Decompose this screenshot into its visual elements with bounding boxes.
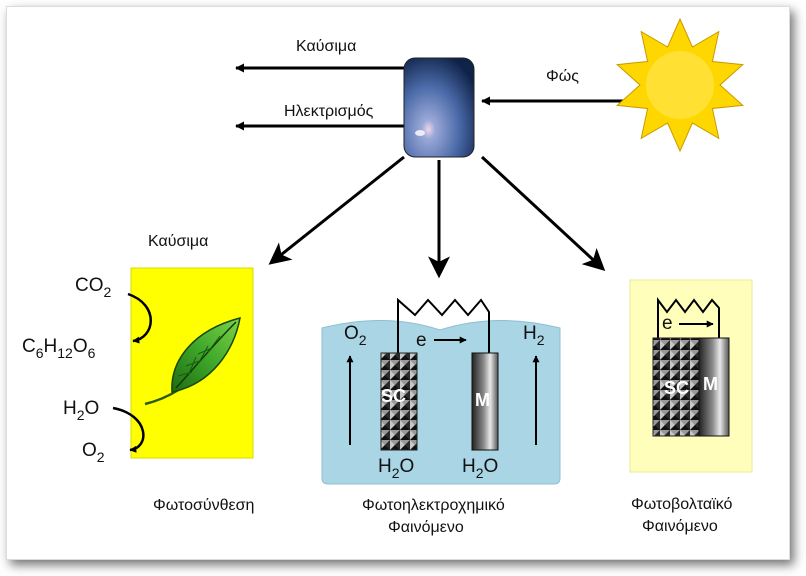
pec-hydrogen-label: H2 xyxy=(523,323,545,348)
sun-icon xyxy=(616,17,744,153)
co2-formula: CO2 xyxy=(75,275,112,300)
pec-semiconductor-label: SC xyxy=(381,386,406,406)
fuel-left-label: Καύσιμα xyxy=(148,233,208,250)
water-to-oxygen-arrow xyxy=(112,406,145,453)
photovoltaic-label-line1: Φωτοβολταϊκό xyxy=(631,496,733,513)
pv-electron-label: e xyxy=(662,313,673,334)
pec-metal-electrode xyxy=(471,352,499,451)
pv-external-wire xyxy=(657,297,720,340)
pec-water-right: H2O xyxy=(462,456,498,481)
glucose-formula: C6H12O6 xyxy=(22,336,96,361)
pec-water-left: H2O xyxy=(378,456,414,481)
arrow-to-photosynthesis xyxy=(268,155,405,265)
pv-semiconductor xyxy=(652,337,700,437)
water-left-formula: H2O xyxy=(63,398,99,423)
photoelectrochemical-label-line2: Φαινόμενο xyxy=(388,519,464,536)
electricity-label: Ηλεκτρισμός xyxy=(284,103,374,120)
pv-semiconductor-label: SC xyxy=(664,378,689,398)
pec-semiconductor-electrode xyxy=(380,352,418,451)
leaf-icon xyxy=(144,316,241,406)
pv-metal-label: M xyxy=(703,374,718,394)
device-block xyxy=(403,57,475,158)
oxygen-left-formula: O2 xyxy=(82,440,105,465)
electrolyte-tank xyxy=(321,320,561,485)
pec-electron-label: e xyxy=(416,330,427,351)
co2-to-glucose-arrow xyxy=(127,292,152,344)
pec-metal-label: M xyxy=(475,390,490,410)
photosynthesis-label: Φωτοσύνθεση xyxy=(153,497,254,514)
photoelectrochemical-label-line1: Φωτοηλεκτροχημικό xyxy=(362,497,505,514)
arrow-to-photovoltaic xyxy=(480,155,606,271)
pv-panel xyxy=(629,279,753,473)
pec-oxygen-label: O2 xyxy=(344,323,367,348)
light-label: Φώς xyxy=(546,68,579,85)
fuel-top-label: Καύσιμα xyxy=(296,38,356,55)
pec-external-wire xyxy=(397,297,490,354)
pv-metal xyxy=(698,337,730,437)
photovoltaic-label-line2: Φαινόμενο xyxy=(642,518,718,535)
device-glare xyxy=(415,130,425,136)
